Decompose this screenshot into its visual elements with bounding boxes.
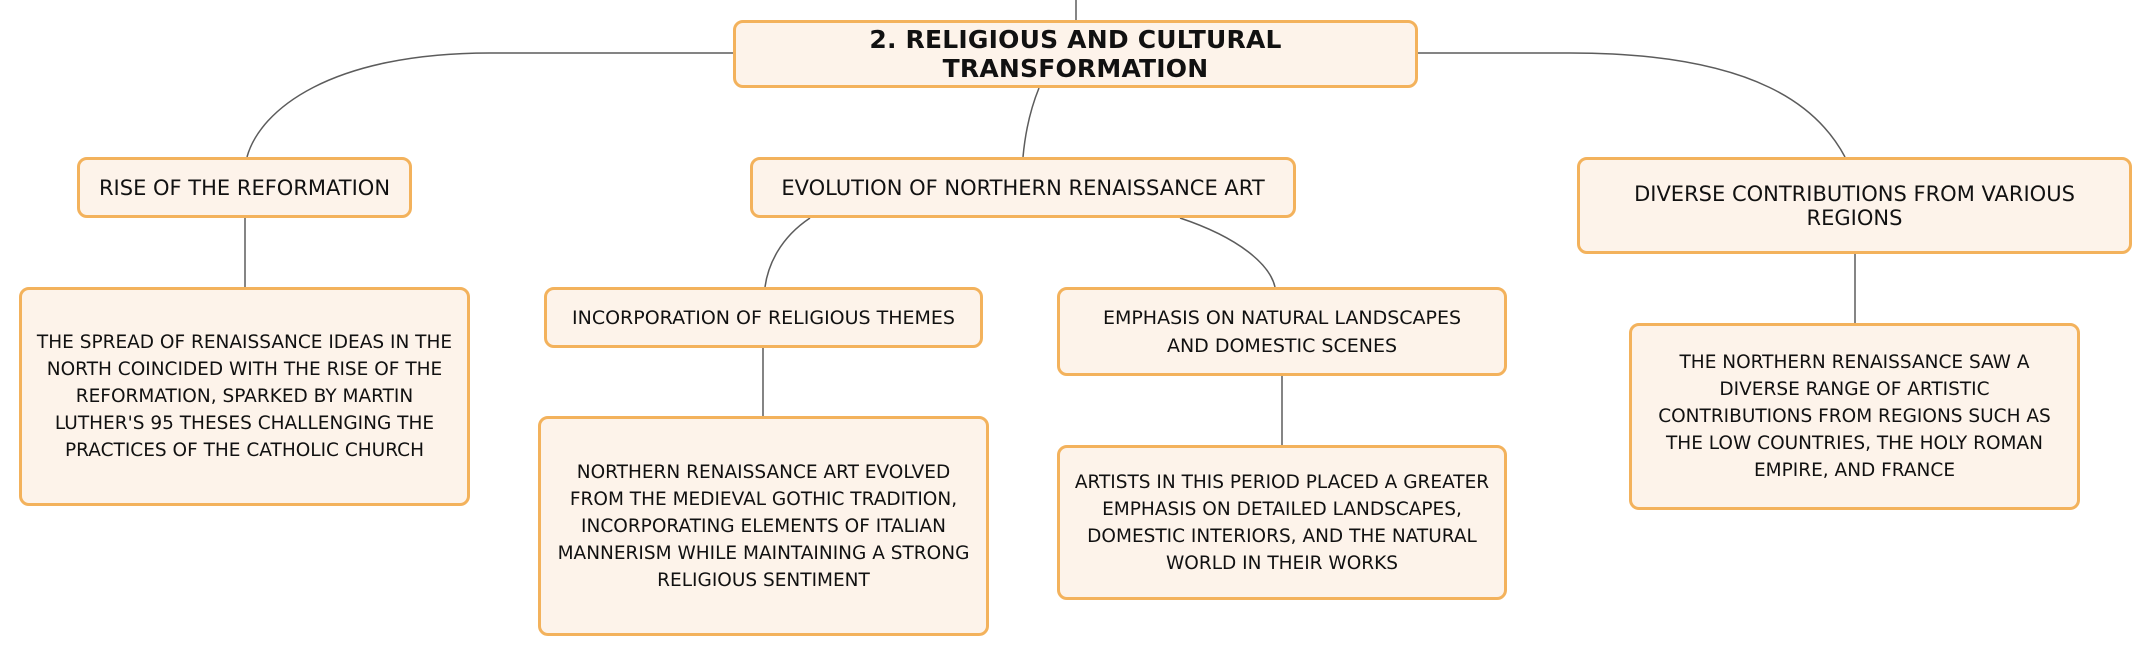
detail-node-regions[interactable]: THE NORTHERN RENAISSANCE SAW A DIVERSE R…: [1629, 323, 2080, 510]
subtopic-node-landscapes[interactable]: EMPHASIS ON NATURAL LANDSCAPES AND DOMES…: [1057, 287, 1507, 376]
topic-label: DIVERSE CONTRIBUTIONS FROM VARIOUS REGIO…: [1634, 181, 2075, 230]
topic-node-regions[interactable]: DIVERSE CONTRIBUTIONS FROM VARIOUS REGIO…: [1577, 157, 2132, 254]
subtopic-label: EMPHASIS ON NATURAL LANDSCAPES AND DOMES…: [1102, 306, 1462, 357]
subtopic-label: INCORPORATION OF RELIGIOUS THEMES: [572, 306, 955, 329]
connector-root-regions: [1418, 52, 1846, 158]
detail-node-religious-themes[interactable]: NORTHERN RENAISSANCE ART EVOLVED FROM TH…: [538, 416, 989, 636]
connector-art-religious: [764, 217, 811, 288]
root-label: 2. RELIGIOUS AND CULTURAL TRANSFORMATION: [869, 25, 1282, 83]
topic-label: EVOLUTION OF NORTHERN RENAISSANCE ART: [781, 175, 1265, 200]
detail-node-reformation[interactable]: THE SPREAD OF RENAISSANCE IDEAS IN THE N…: [19, 287, 470, 506]
root-node[interactable]: 2. RELIGIOUS AND CULTURAL TRANSFORMATION: [733, 20, 1418, 88]
subtopic-node-religious-themes[interactable]: INCORPORATION OF RELIGIOUS THEMES: [544, 287, 983, 348]
topic-label: RISE OF THE REFORMATION: [98, 175, 391, 200]
detail-text: ARTISTS IN THIS PERIOD PLACED A GREATER …: [1074, 471, 1490, 574]
connector-root-art: [1022, 87, 1040, 158]
detail-text: THE SPREAD OF RENAISSANCE IDEAS IN THE N…: [36, 332, 453, 461]
connector-root-reformation: [246, 52, 733, 158]
topic-node-reformation[interactable]: RISE OF THE REFORMATION: [77, 157, 412, 218]
connector-art-landscapes: [1179, 217, 1276, 288]
detail-text: NORTHERN RENAISSANCE ART EVOLVED FROM TH…: [557, 461, 970, 591]
detail-node-landscapes[interactable]: ARTISTS IN THIS PERIOD PLACED A GREATER …: [1057, 445, 1507, 600]
detail-text: THE NORTHERN RENAISSANCE SAW A DIVERSE R…: [1658, 352, 2051, 481]
topic-node-northern-art[interactable]: EVOLUTION OF NORTHERN RENAISSANCE ART: [750, 157, 1296, 218]
